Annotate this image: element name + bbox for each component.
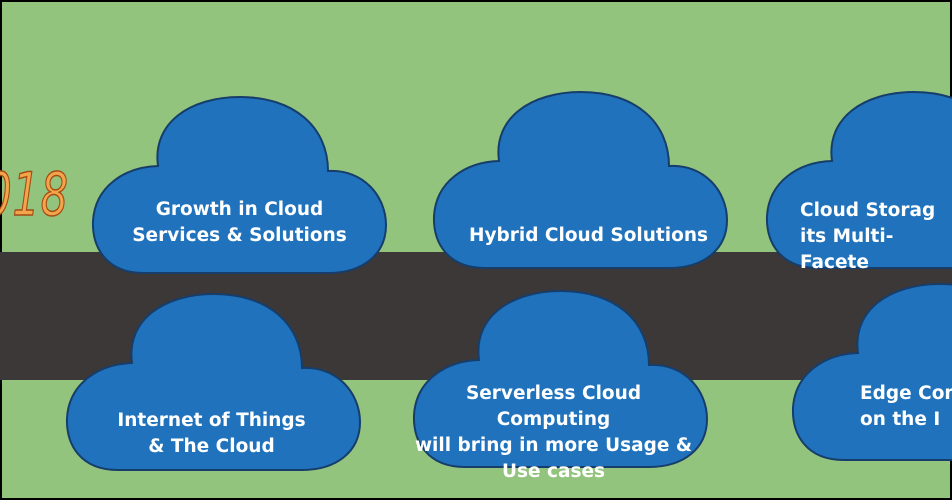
cloud-hybrid-label: Hybrid Cloud Solutions <box>468 225 709 246</box>
cloud-iot-shape <box>65 292 362 471</box>
cloud-growth-label: Growth in Cloud Services & Solutions <box>132 199 347 246</box>
cloud-storage-label: Cloud Storag its Multi-Facete <box>800 200 936 273</box>
cloud-storage-shape <box>765 90 952 269</box>
cloud-growth-shape <box>91 95 388 274</box>
cloud-hybrid-shape <box>432 90 729 269</box>
cloud-serverless-shape <box>412 289 709 468</box>
year-label: 2018 <box>0 159 69 231</box>
cloud-serverless-label: Serverless Cloud Computing will bring in… <box>414 383 693 482</box>
cloud-edge-label: Edge Com on the I <box>860 383 952 430</box>
cloud-edge-shape <box>791 282 952 461</box>
cloud-iot-label: Internet of Things & The Cloud <box>117 410 306 457</box>
